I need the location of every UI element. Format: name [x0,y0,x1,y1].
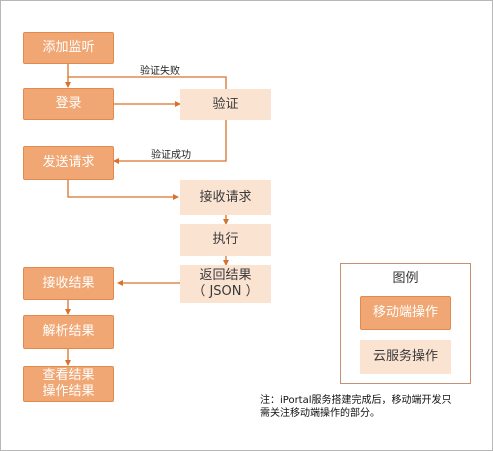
node-view-result: 查看结果 操作结果 [23,366,114,402]
node-return-result-line2: （ JSON ） [192,284,259,299]
node-parse-result: 解析结果 [23,315,114,349]
footnote-line1: 注：iPortal服务搭建完成后，移动端开发只 [260,395,452,406]
legend-box: 图例 移动端操作 云服务操作 [340,263,471,384]
arrow-verify-fail [68,76,227,89]
node-view-result-line2: 操作结果 [42,384,95,399]
edge-label-verify-success: 验证成功 [151,150,191,161]
arrow-send-to-receive [67,180,179,200]
arrow-verify-success [113,120,227,164]
node-return-result: 返回结果 （ JSON ） [180,265,271,303]
legend-cloud-swatch: 云服务操作 [360,340,451,374]
node-return-result-line1: 返回结果 [199,268,252,283]
footnote: 注：iPortal服务搭建完成后，移动端开发只 需关注移动端操作的部分。 [260,394,452,420]
node-receive-request: 接收请求 [180,180,271,215]
node-login: 登录 [23,88,114,120]
node-view-result-line1: 查看结果 [42,368,95,383]
edge-label-verify-fail: 验证失败 [140,66,180,77]
node-receive-result: 接收结果 [23,267,114,300]
node-send-request: 发送请求 [23,146,114,180]
node-verify: 验证 [180,89,271,120]
legend-title: 图例 [392,271,419,286]
footnote-line2: 需关注移动端操作的部分。 [260,408,380,419]
node-add-listener: 添加监听 [23,32,114,64]
node-execute: 执行 [180,224,271,256]
legend-mobile-swatch: 移动端操作 [360,296,451,330]
